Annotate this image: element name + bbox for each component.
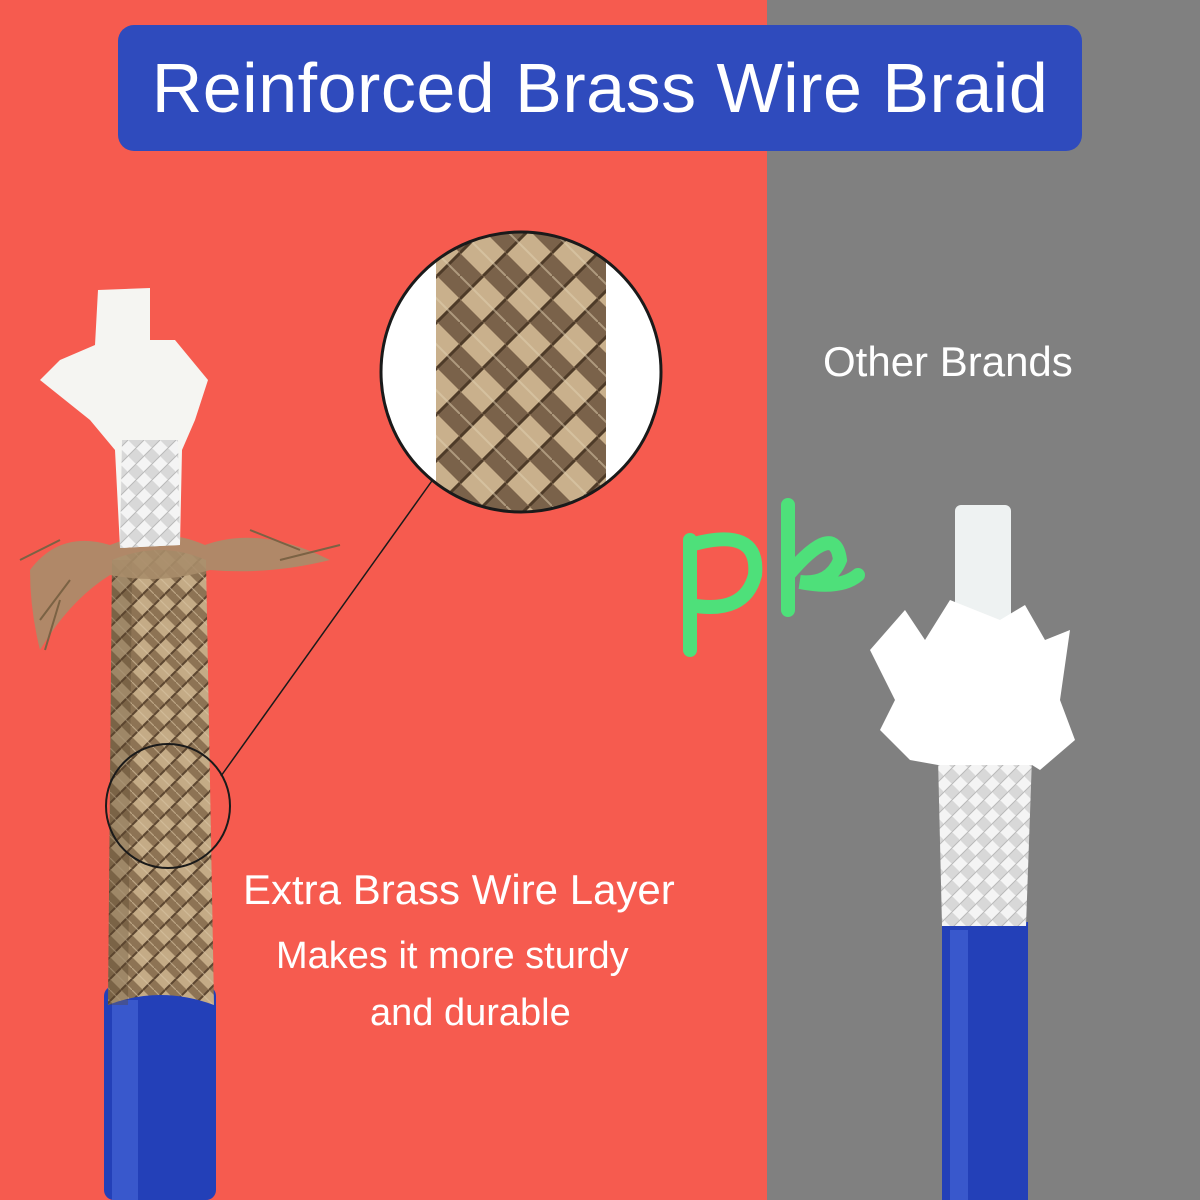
page-title: Reinforced Brass Wire Braid — [151, 49, 1049, 127]
other-brands-label: Other Brands — [823, 338, 1073, 385]
feature-label: Extra Brass Wire Layer — [243, 866, 675, 913]
feature-description-line-2: and durable — [370, 992, 571, 1034]
feature-description-line-1: Makes it more sturdy — [276, 935, 629, 977]
magnifier-circle-icon — [105, 230, 663, 869]
brass-braid-hose-icon — [19, 288, 341, 1200]
plain-hose-icon — [870, 505, 1075, 1200]
title-banner: Reinforced Brass Wire Braid — [118, 25, 1082, 151]
pk-watermark-logo — [683, 498, 865, 657]
